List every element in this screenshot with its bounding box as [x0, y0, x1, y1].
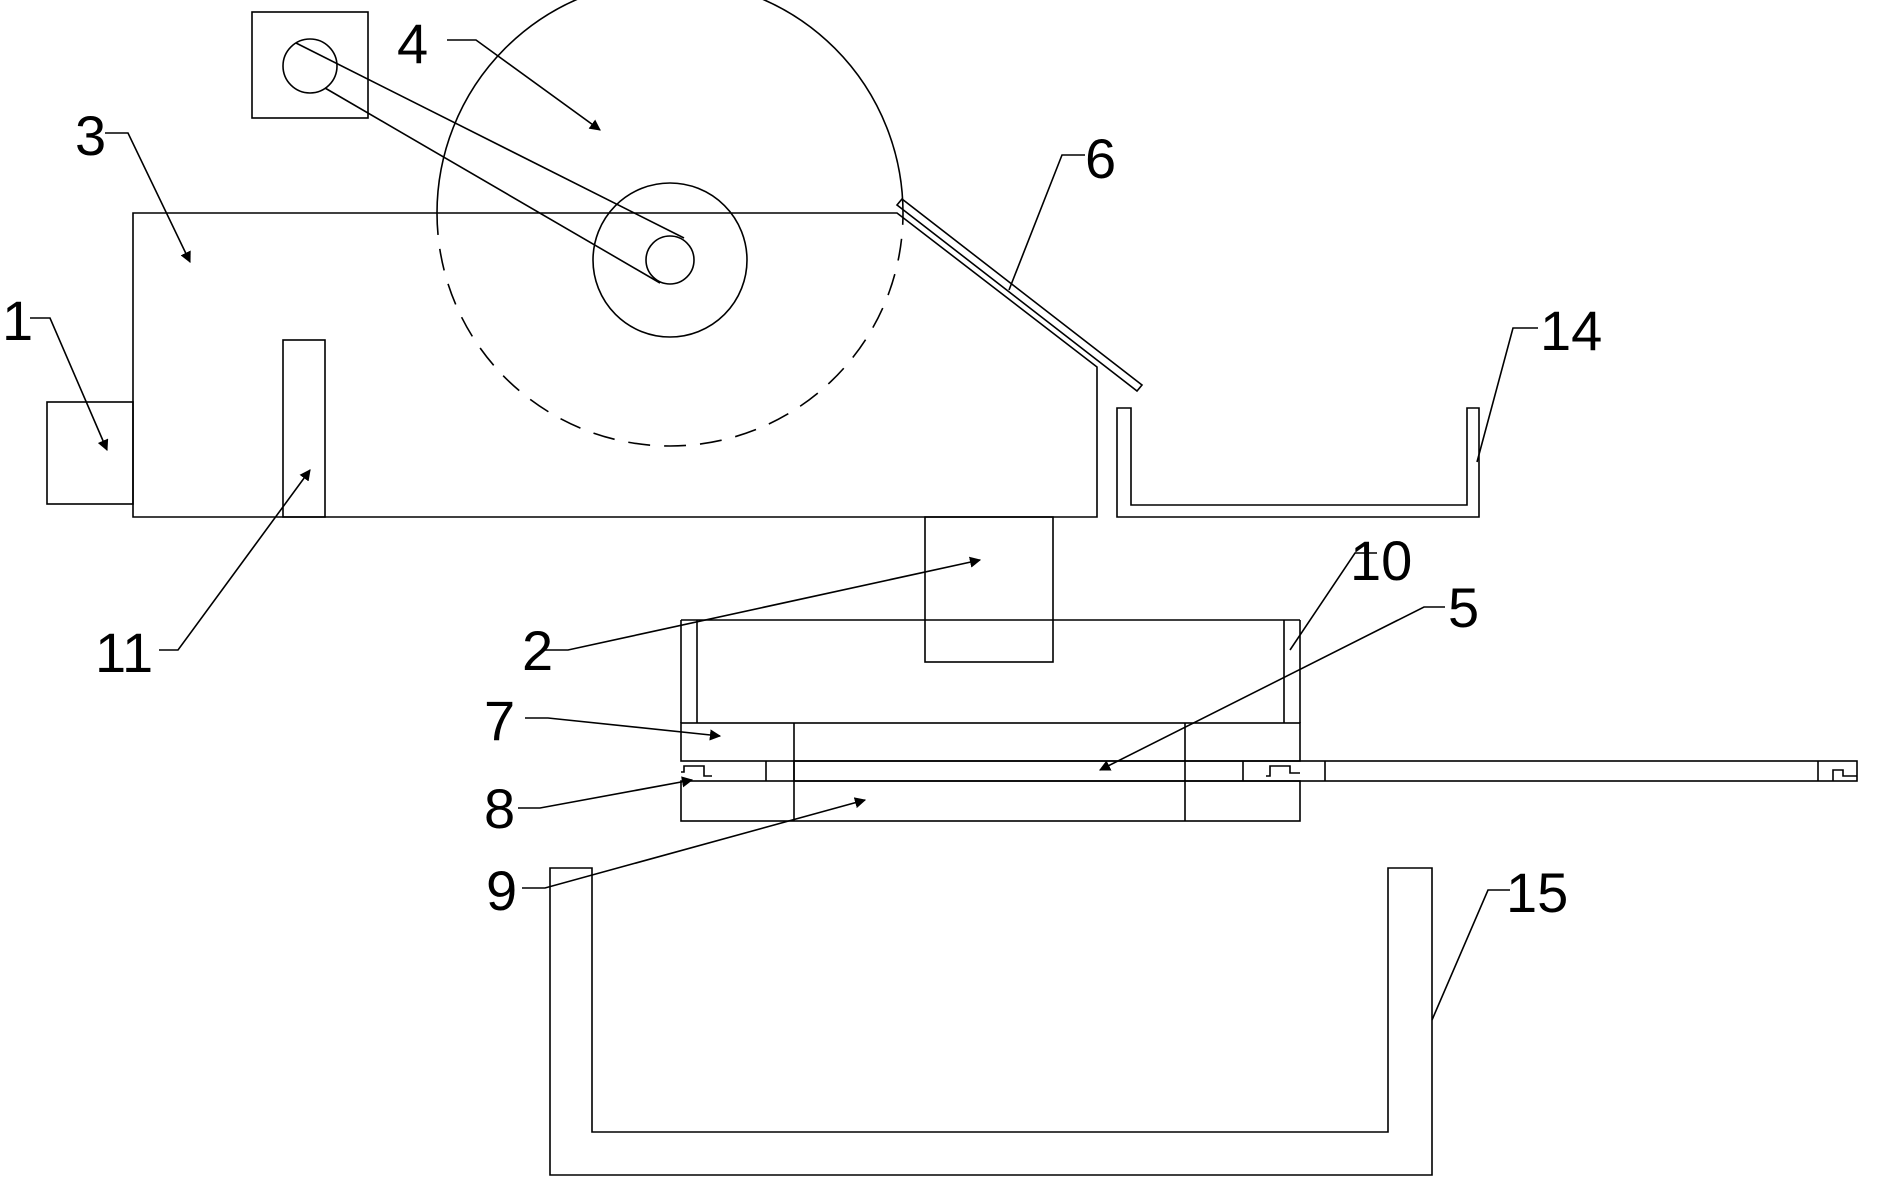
label-11: 11	[95, 621, 153, 684]
label-9: 9	[486, 859, 517, 922]
inner-post	[282, 339, 326, 518]
label-4: 4	[397, 12, 428, 75]
reference-labels: 1 2 3 4 5 6 7 8 9 10 11 14 15	[2, 12, 1602, 924]
motor-box	[251, 11, 369, 119]
slide-assembly	[680, 722, 1301, 822]
label-2: 2	[522, 619, 553, 682]
axle-circle	[645, 235, 695, 285]
large-tray	[549, 867, 1433, 1176]
belt-drive	[251, 11, 685, 284]
label-14: 14	[1540, 299, 1602, 362]
label-10: 10	[1350, 529, 1412, 592]
sliding-bar	[793, 760, 1858, 782]
housing	[132, 212, 1098, 518]
spout	[924, 516, 1054, 663]
chute-plate	[895, 197, 1144, 393]
leader-lines	[30, 39, 1538, 1021]
label-7: 7	[484, 689, 515, 752]
upper-block	[680, 722, 1301, 762]
side-block	[46, 401, 134, 505]
label-3: 3	[75, 104, 106, 167]
label-1: 1	[2, 289, 33, 352]
label-15: 15	[1506, 861, 1568, 924]
label-5: 5	[1448, 576, 1479, 639]
small-tray	[1116, 407, 1480, 518]
pulley-small	[282, 38, 338, 94]
hub-circle	[592, 182, 748, 338]
label-8: 8	[484, 777, 515, 840]
wheel	[436, 0, 904, 447]
label-6: 6	[1085, 127, 1116, 190]
lower-block	[680, 780, 1301, 822]
rail-hook-right	[1266, 765, 1300, 777]
rail-hook-left	[681, 765, 712, 777]
frame	[680, 619, 1301, 723]
